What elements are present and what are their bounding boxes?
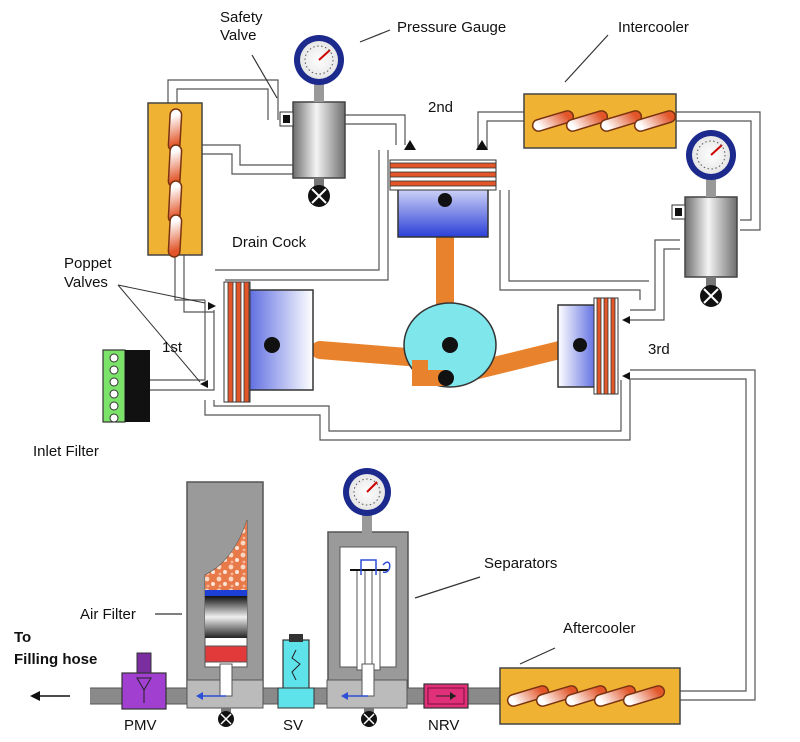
destination-label-2: Filling hose [14, 651, 97, 668]
drain-cock-icon-2 [700, 285, 722, 307]
separator-drain-icon [361, 711, 377, 727]
poppet-valves-label-2: Valves [64, 274, 108, 291]
aftercooler-unit [499, 667, 681, 725]
first-stage-piston [223, 281, 314, 403]
second-separator-block [671, 196, 738, 287]
air-filter-label: Air Filter [80, 606, 136, 623]
flow-arrowheads [200, 140, 630, 388]
pmv-valve-icon [121, 652, 167, 710]
separator-tower [326, 531, 409, 714]
inlet-filter-unit [102, 349, 150, 423]
outlet-arrow [30, 691, 70, 701]
poppet-valves-pointer [117, 284, 206, 383]
separator-gauge-icon [343, 468, 391, 534]
air-filter-tower [186, 481, 264, 714]
second-stage-label: 2nd [428, 99, 453, 116]
pmv-label: PMV [124, 717, 157, 734]
third-stage-piston [557, 297, 619, 395]
first-separator-block [279, 101, 346, 188]
second-stage-piston [389, 159, 497, 238]
intercooler-label: Intercooler [618, 19, 689, 36]
safety-valve-label-2: Valve [220, 27, 256, 44]
sv-label: SV [283, 717, 303, 734]
nrv-label: NRV [428, 717, 459, 734]
crankshaft [403, 302, 497, 388]
separators-label: Separators [484, 555, 557, 572]
first-stage-cooler [147, 102, 203, 255]
safety-valve-label: Safety [220, 9, 263, 26]
pressure-gauge-label: Pressure Gauge [397, 19, 506, 36]
aftercooler-label: Aftercooler [563, 620, 636, 637]
nrv-valve-icon [423, 683, 469, 709]
third-stage-label: 3rd [648, 341, 670, 358]
air-lines [150, 79, 761, 701]
inlet-filter-label: Inlet Filter [33, 443, 99, 460]
poppet-valves-label: Poppet [64, 255, 112, 272]
intercooler-unit [523, 93, 677, 149]
first-stage-label: 1st [162, 339, 183, 356]
air-filter-drain-icon [218, 711, 234, 727]
pressure-gauge-icon-2 [686, 130, 736, 197]
destination-label: To [14, 629, 31, 646]
pressure-gauge-icon [294, 35, 344, 102]
drain-cock-label: Drain Cock [232, 234, 307, 251]
sv-valve-icon [277, 634, 315, 709]
leader-lines [155, 29, 609, 665]
drain-cock-icon [308, 185, 330, 207]
